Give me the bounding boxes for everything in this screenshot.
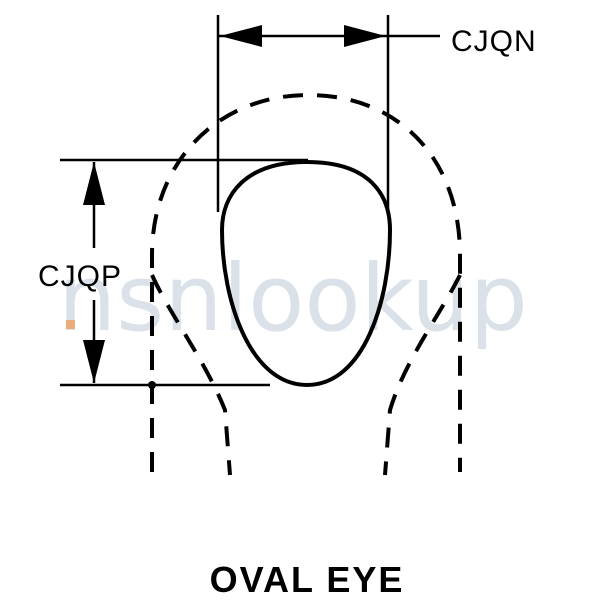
watermark: nsnlookup xyxy=(58,245,528,352)
width-arrow-right xyxy=(344,25,386,47)
width-dimension: CJQN xyxy=(216,15,537,212)
height-dimension-label: CJQP xyxy=(38,260,122,293)
oval-eye-outline xyxy=(219,159,393,388)
height-arrow-top xyxy=(83,162,105,205)
width-dimension-label: CJQN xyxy=(451,25,537,58)
width-arrow-left xyxy=(220,25,262,47)
outer-wire-tangent-dot xyxy=(148,381,156,389)
height-dimension: CJQP xyxy=(38,158,308,389)
watermark-dot xyxy=(66,320,75,329)
inner-dashed-right xyxy=(383,274,462,476)
inner-dashed-left xyxy=(150,274,232,476)
outer-wire-outline xyxy=(150,92,462,472)
diagram-title: OVAL EYE xyxy=(210,559,405,600)
inner-wire-outline xyxy=(150,274,462,476)
height-arrow-bottom xyxy=(83,340,105,383)
watermark-text: nsnlookup xyxy=(58,245,528,352)
outer-dashed-arc xyxy=(150,92,462,472)
